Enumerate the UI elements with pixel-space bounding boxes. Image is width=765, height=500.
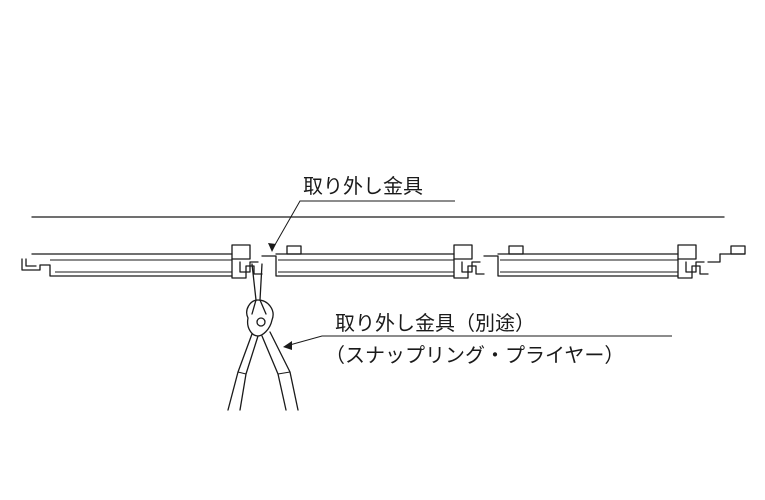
panel-2-bottom [261, 255, 455, 277]
panel-1-hook [25, 258, 37, 267]
joint-1-profile-a [231, 258, 263, 279]
snap-ring-pliers-label: （スナップリング・プライヤー） [325, 343, 625, 367]
joint-1-clip-right [286, 245, 302, 255]
pliers-grip-left [237, 371, 247, 375]
panel-4-edge [707, 253, 721, 263]
removal-tool-label: 取り外し金具 [303, 174, 423, 198]
leader-line-low [285, 335, 672, 347]
panel-3-bottom [483, 255, 679, 277]
removal-tool-separate-label: 取り外し金具（別途） [335, 311, 535, 335]
pliers-pivot-pin [256, 317, 266, 327]
joint-2-profile-a [453, 258, 485, 279]
joint-3-clip-left [677, 244, 697, 260]
joint-3-profile-b [685, 261, 705, 273]
joint-1-profile-b [239, 261, 259, 273]
joint-2-profile-b [461, 261, 481, 273]
joint-3-profile-a [677, 258, 709, 279]
leader-arrow-top [268, 243, 276, 252]
leader-arrow-low [283, 341, 292, 350]
pliers-pivot-body [246, 299, 274, 337]
joint-1-clip-left [231, 244, 251, 260]
snap-ring-pliers [227, 263, 299, 411]
pliers-jaw-right [259, 263, 267, 315]
pliers-grip-right [277, 371, 291, 375]
joint-2-clip-left [453, 244, 473, 260]
joint-2-clip-right [508, 245, 524, 255]
panel-1-bottom [21, 258, 233, 277]
joint-3-clip-right [730, 245, 746, 255]
leader-line-top [271, 200, 455, 251]
